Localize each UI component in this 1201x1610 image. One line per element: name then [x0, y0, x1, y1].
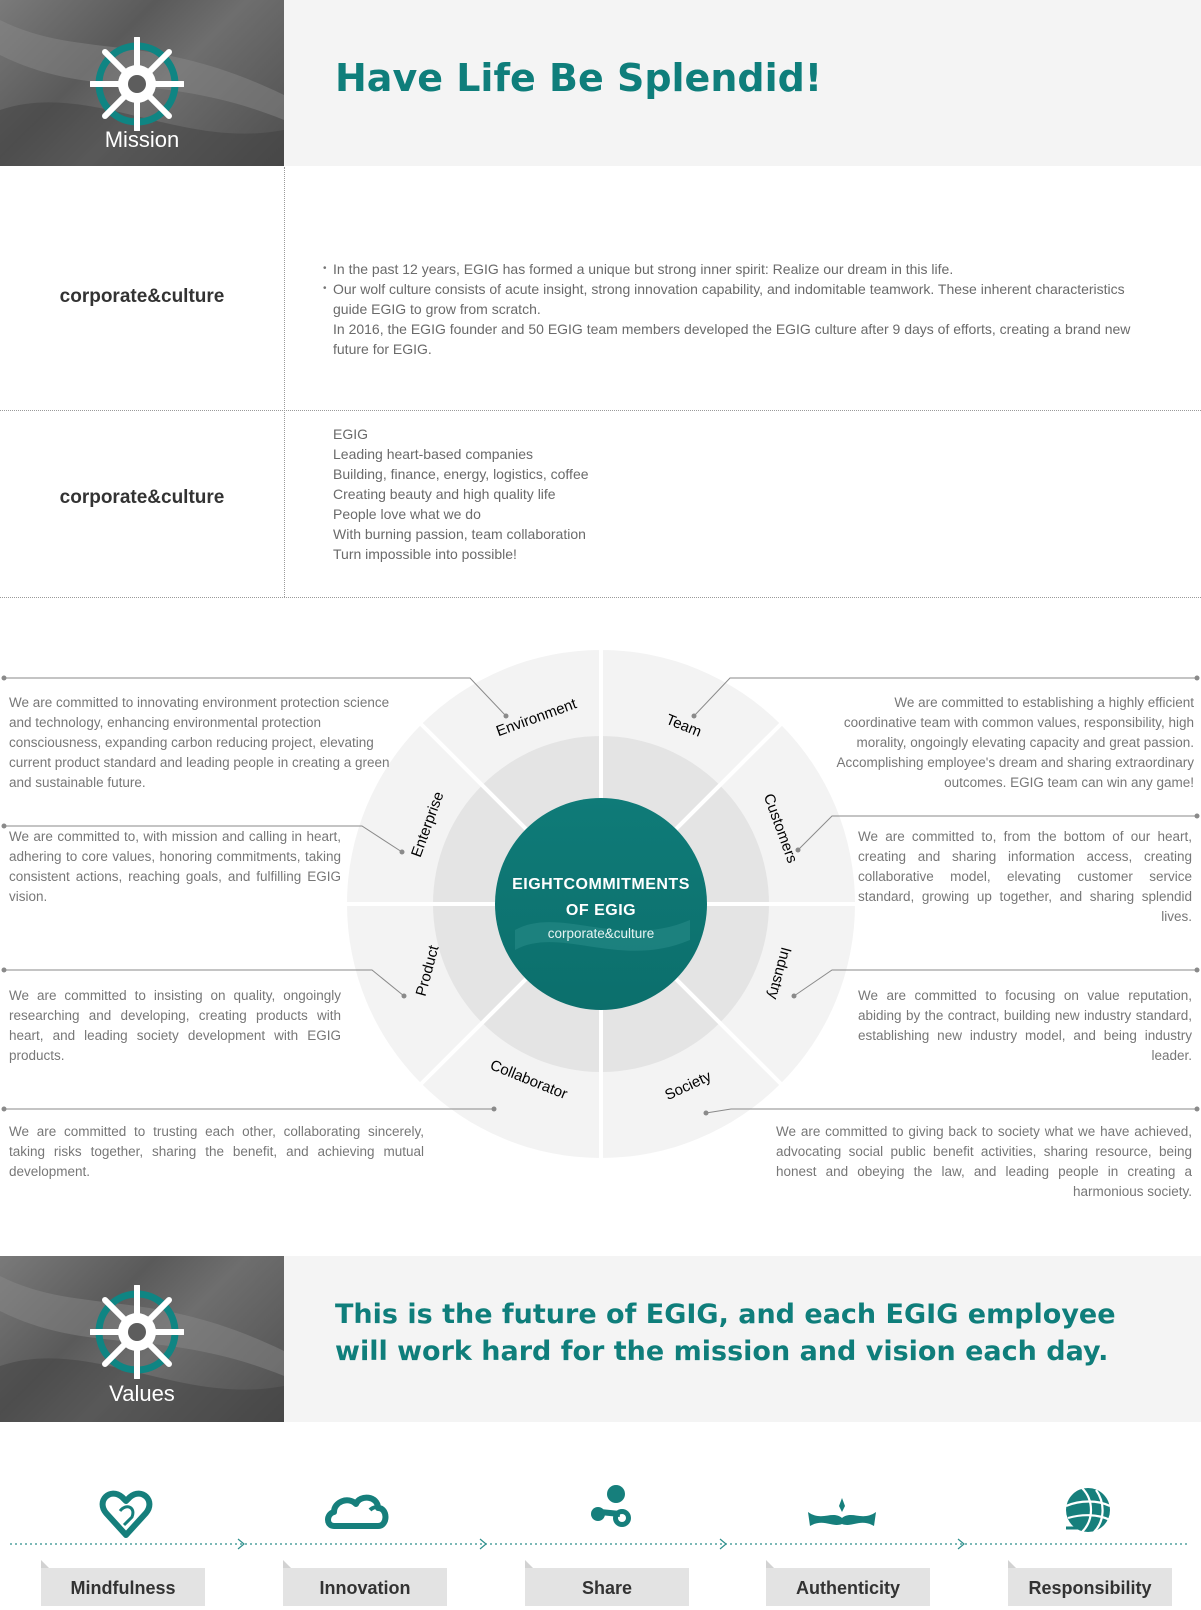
globe-icon: [1065, 1487, 1111, 1533]
wheel-center-title: EIGHTCOMMITMENTS: [512, 876, 690, 893]
culture-line: guide EGIG to grow from scratch.: [333, 301, 541, 317]
values-headline-line: will work hard for the mission and visio…: [335, 1336, 1109, 1367]
mission-label: Mission: [104, 127, 180, 152]
crown-icon: [808, 1498, 876, 1526]
commitment-society: We are committed to giving back to socie…: [776, 1124, 1192, 1199]
culture-line: In 2016, the EGIG founder and 50 EGIG te…: [333, 321, 1131, 337]
values-row: [10, 1485, 1190, 1550]
culture-row-1-label: corporate&culture: [59, 286, 225, 307]
mission-headline: Have Life Be Splendid!: [335, 56, 823, 100]
commitment-industry: We are committed to focusing on value re…: [858, 988, 1192, 1063]
culture-bullet: Our wolf culture consists of acute insig…: [323, 279, 1173, 299]
culture-list-item: Building, finance, energy, logistics, co…: [333, 466, 589, 482]
values-banner: This is the future of EGIG, and each EGI…: [284, 1256, 1201, 1422]
values-label: Values: [109, 1381, 175, 1406]
commitment-environment: We are committed to innovating environme…: [9, 695, 390, 790]
commitment-product: We are committed to insisting on quality…: [9, 988, 341, 1063]
heart-icon: [99, 1490, 153, 1538]
culture-list-item: With burning passion, team collaboration: [333, 526, 586, 542]
commitment-team: We are committed to establishing a highl…: [836, 695, 1194, 790]
culture-list-item: Creating beauty and high quality life: [333, 486, 556, 502]
wheel-center-text: EIGHTCOMMITMENTS OF EGIG corporate&cultu…: [495, 872, 707, 941]
ship-wheel-icon: [90, 1285, 184, 1379]
row-divider: [0, 597, 1201, 598]
value-responsibility: Responsibility: [1008, 1560, 1172, 1606]
cloud-icon: [325, 1494, 389, 1529]
culture-row-2-label: corporate&culture: [59, 487, 225, 508]
connector-dots: [1, 675, 1200, 1116]
value-authenticity: Authenticity: [766, 1560, 930, 1606]
culture-row-1-text: In the past 12 years, EGIG has formed a …: [323, 259, 1173, 359]
commitment-enterprise: We are committed to, with mission and ca…: [9, 829, 341, 904]
values-headline-line: This is the future of EGIG, and each EGI…: [335, 1299, 1116, 1330]
value-mindfulness: Mindfulness: [41, 1560, 205, 1606]
culture-list-item: People love what we do: [333, 506, 481, 522]
row-divider-vertical: [284, 167, 285, 597]
value-share: Share: [525, 1560, 689, 1606]
mission-panel: Mission: [0, 0, 284, 166]
culture-list-item: EGIG: [333, 426, 369, 442]
ship-wheel-icon: [90, 37, 184, 131]
wheel-center: [495, 798, 707, 1010]
values-panel: Values: [0, 1256, 284, 1422]
timeline-arrows: [237, 1538, 965, 1550]
center-wave: [515, 920, 690, 951]
commitments-wheel: Environment Team Customers Industry Soci…: [1, 646, 1200, 1162]
share-icon: [591, 1485, 631, 1527]
wheel-center-title-2: OF EGIG: [565, 902, 637, 919]
culture-line: future for EGIG.: [333, 341, 432, 357]
commitment-customers: We are committed to, from the bottom of …: [858, 829, 1192, 924]
culture-list-item: Turn impossible into possible!: [333, 546, 517, 562]
row-divider: [0, 410, 1201, 411]
culture-list-item: Leading heart-based companies: [333, 446, 534, 462]
wheel-center-subtitle: corporate&culture: [547, 926, 655, 941]
culture-row-2-list: EGIG Leading heart-based companies Build…: [333, 424, 933, 564]
values-headline: This is the future of EGIG, and each EGI…: [335, 1296, 1116, 1370]
mission-banner: Have Life Be Splendid!: [284, 0, 1201, 166]
commitment-collaborator: We are committed to trusting each other,…: [9, 1124, 424, 1179]
connector-lines: [4, 677, 1197, 1114]
value-innovation: Innovation: [283, 1560, 447, 1606]
culture-bullet: In the past 12 years, EGIG has formed a …: [323, 259, 1173, 279]
